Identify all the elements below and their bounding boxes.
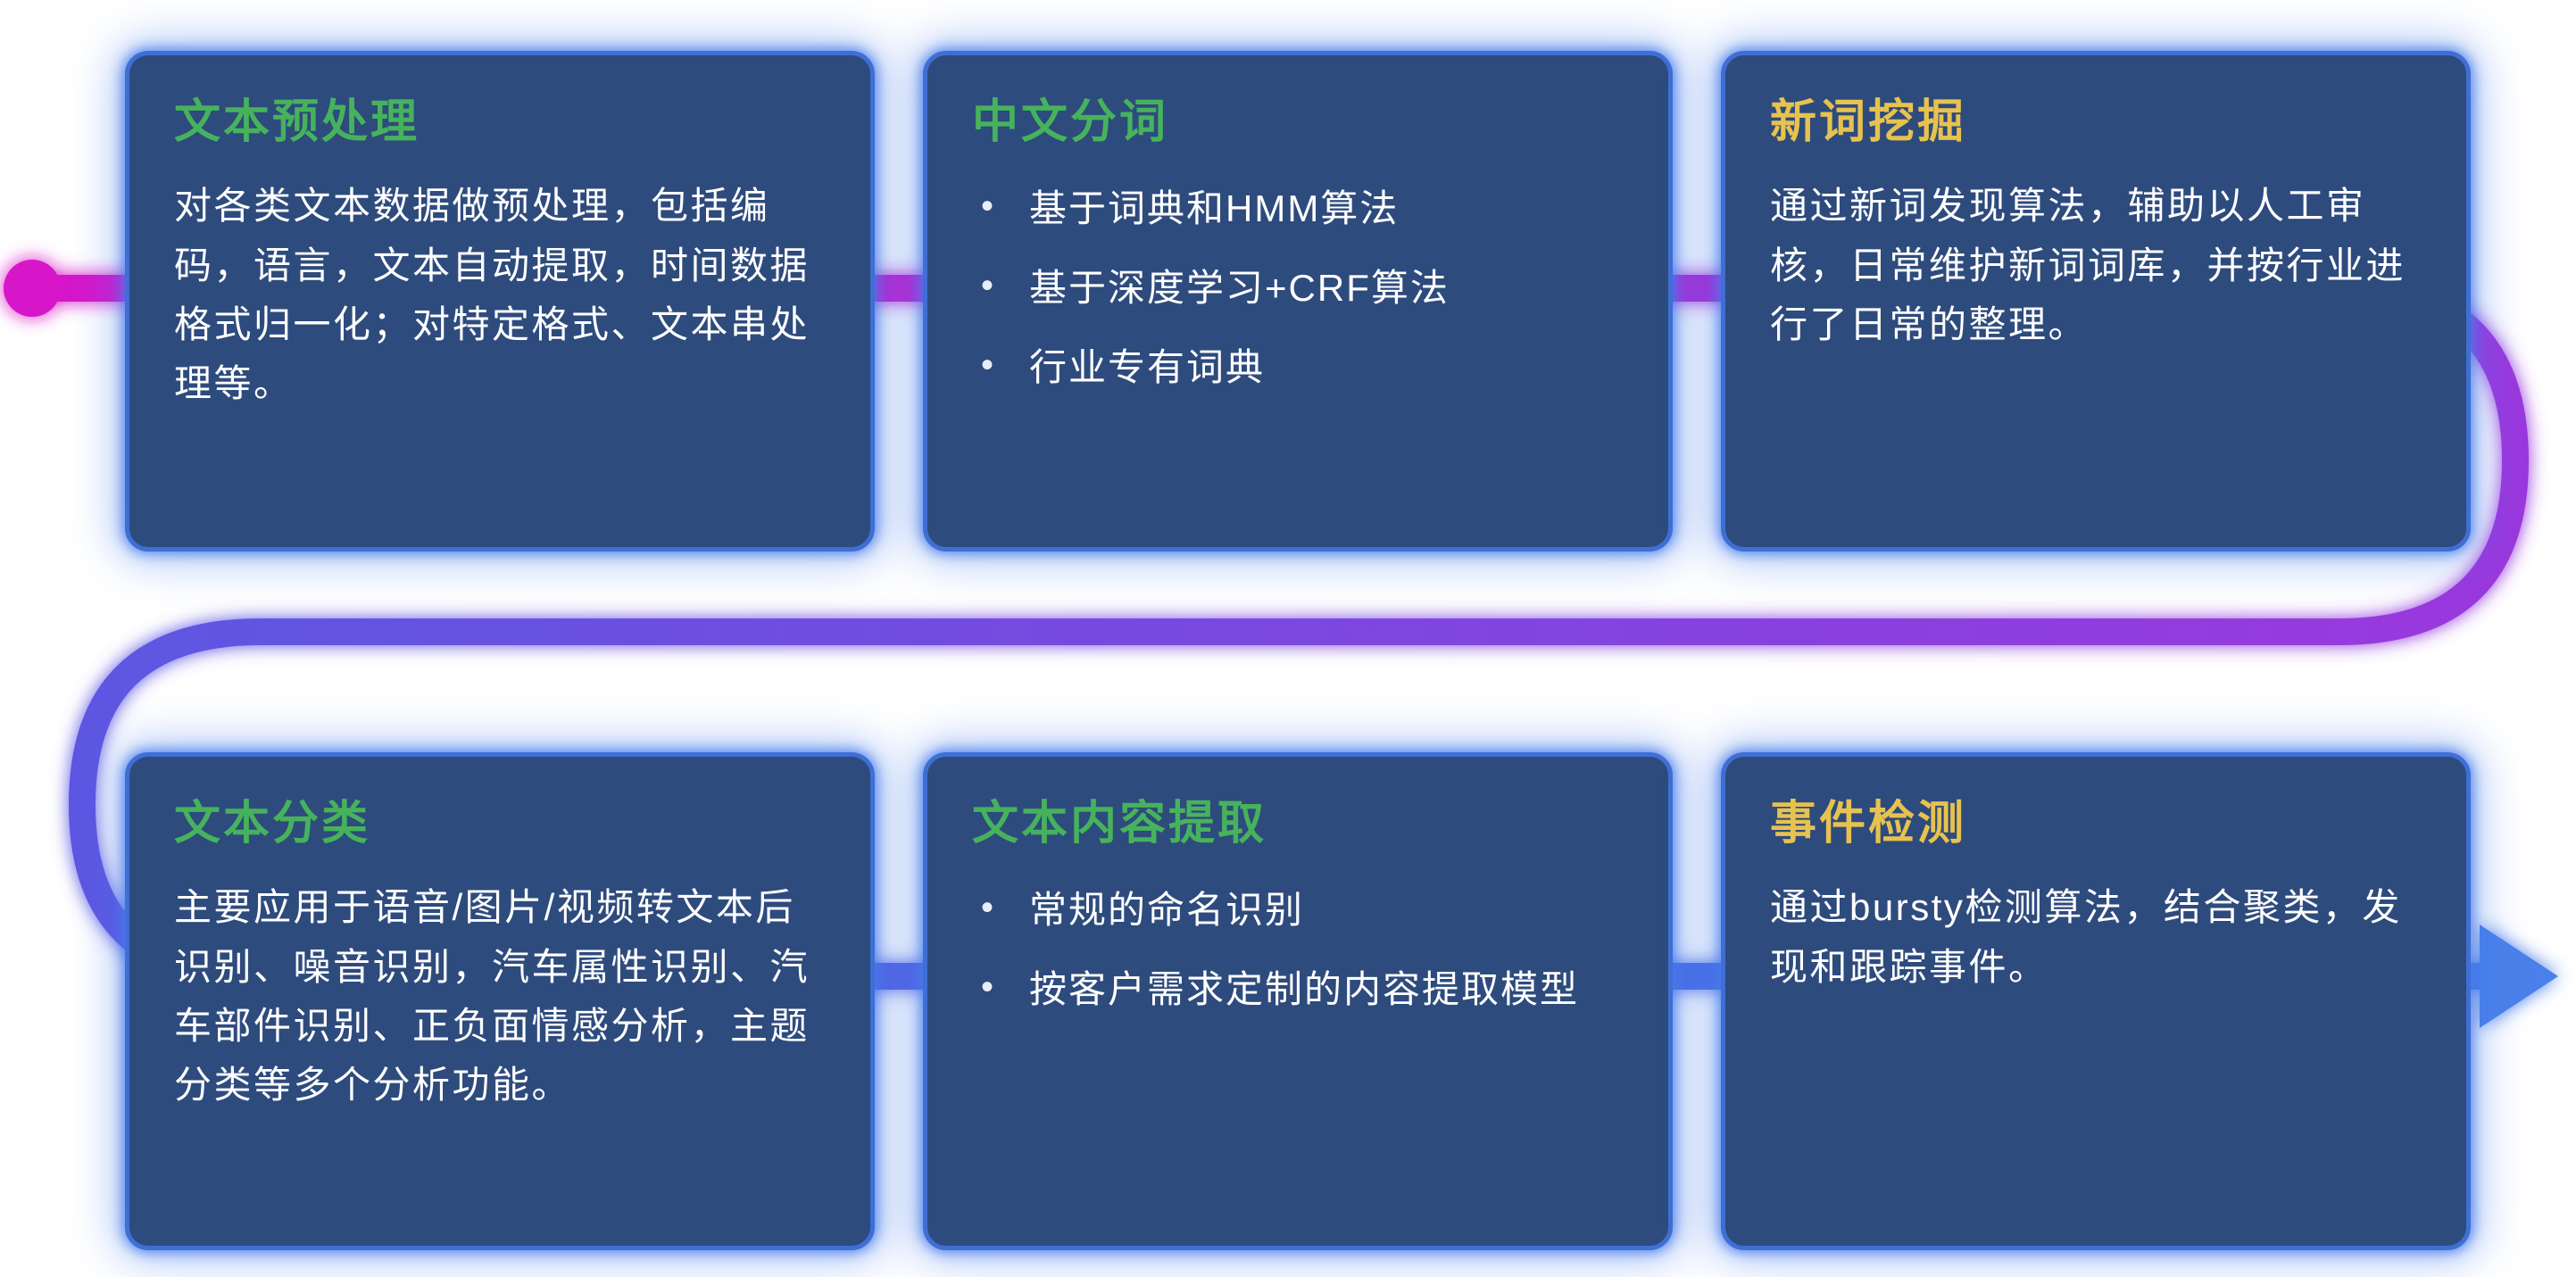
bullet-item: 基于深度学习+CRF算法 (972, 260, 1624, 316)
card-word-segmentation: 中文分词 基于词典和HMM算法 基于深度学习+CRF算法 行业专有词典 (923, 51, 1673, 551)
bullet-item: 按客户需求定制的内容提取模型 (972, 961, 1624, 1017)
card-body: 通过新词发现算法，辅助以人工审核，日常维护新词词库，并按行业进行了日常的整理。 (1770, 185, 2406, 346)
flow-end-arrow-icon (2480, 925, 2558, 1028)
card-body: 对各类文本数据做预处理，包括编码，语言，文本自动提取，时间数据格式归一化；对特定… (174, 185, 810, 405)
card-content-extraction: 文本内容提取 常规的命名识别 按客户需求定制的内容提取模型 (923, 752, 1673, 1250)
card-body: 通过bursty检测算法，结合聚类，发现和跟踪事件。 (1770, 886, 2402, 988)
card-title: 文本分类 (174, 798, 371, 850)
bullet-item: 行业专有词典 (972, 339, 1624, 395)
card-title: 事件检测 (1770, 798, 1967, 850)
flow-start-dot-icon (4, 260, 61, 317)
bullet-list: 常规的命名识别 按客户需求定制的内容提取模型 (972, 882, 1624, 1017)
card-event-detection: 事件检测 通过bursty检测算法，结合聚类，发现和跟踪事件。 (1721, 752, 2471, 1250)
card-new-word-mining: 新词挖掘 通过新词发现算法，辅助以人工审核，日常维护新词词库，并按行业进行了日常… (1721, 51, 2471, 551)
card-title: 文本内容提取 (972, 798, 1267, 850)
card-text-preprocessing: 文本预处理 对各类文本数据做预处理，包括编码，语言，文本自动提取，时间数据格式归… (125, 51, 875, 551)
card-body: 主要应用于语音/图片/视频转文本后识别、噪音识别，汽车属性识别、汽车部件识别、正… (174, 886, 810, 1107)
card-text-classification: 文本分类 主要应用于语音/图片/视频转文本后识别、噪音识别，汽车属性识别、汽车部… (125, 752, 875, 1250)
card-title: 中文分词 (972, 96, 1169, 148)
bullet-item: 常规的命名识别 (972, 882, 1624, 938)
bullet-list: 基于词典和HMM算法 基于深度学习+CRF算法 行业专有词典 (972, 180, 1624, 395)
card-title: 新词挖掘 (1770, 96, 1967, 148)
flow-segment-middle (69, 460, 2529, 806)
bullet-item: 基于词典和HMM算法 (972, 180, 1624, 236)
card-title: 文本预处理 (174, 96, 420, 148)
